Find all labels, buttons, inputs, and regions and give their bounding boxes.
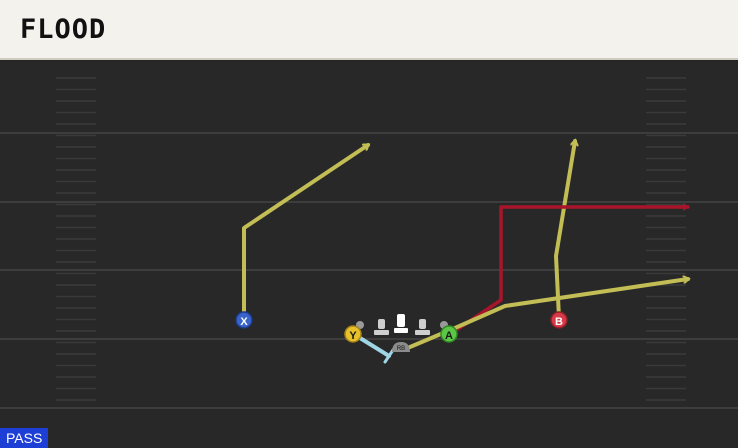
receiver-y: Y bbox=[344, 325, 362, 343]
title-bar: FLOOD bbox=[0, 0, 738, 60]
running-back: RB bbox=[392, 342, 410, 352]
play-title: FLOOD bbox=[20, 14, 107, 45]
center-icon bbox=[394, 314, 408, 333]
routes bbox=[242, 141, 688, 364]
receiver-a-label: A bbox=[445, 330, 453, 342]
receiver-x: X bbox=[235, 311, 253, 329]
play-type-tag: PASS bbox=[0, 428, 49, 448]
yard-lines bbox=[0, 132, 738, 409]
hash-marks bbox=[56, 77, 686, 401]
route-y-block bbox=[358, 336, 391, 358]
receiver-b-label: B bbox=[555, 316, 563, 328]
receiver-x-label: X bbox=[240, 316, 248, 328]
route-b-post bbox=[554, 141, 575, 320]
receiver-a: A bbox=[440, 325, 458, 343]
offensive-line bbox=[356, 314, 448, 335]
block-end-icon bbox=[383, 348, 395, 364]
route-x-corner bbox=[242, 143, 368, 320]
receiver-b: B bbox=[550, 311, 568, 329]
route-a-flat bbox=[408, 279, 688, 349]
receiver-y-label: Y bbox=[349, 330, 357, 342]
rb-label: RB bbox=[397, 346, 405, 352]
lineman-icon bbox=[374, 319, 389, 335]
lineman-icon bbox=[415, 319, 430, 335]
field bbox=[0, 62, 738, 448]
